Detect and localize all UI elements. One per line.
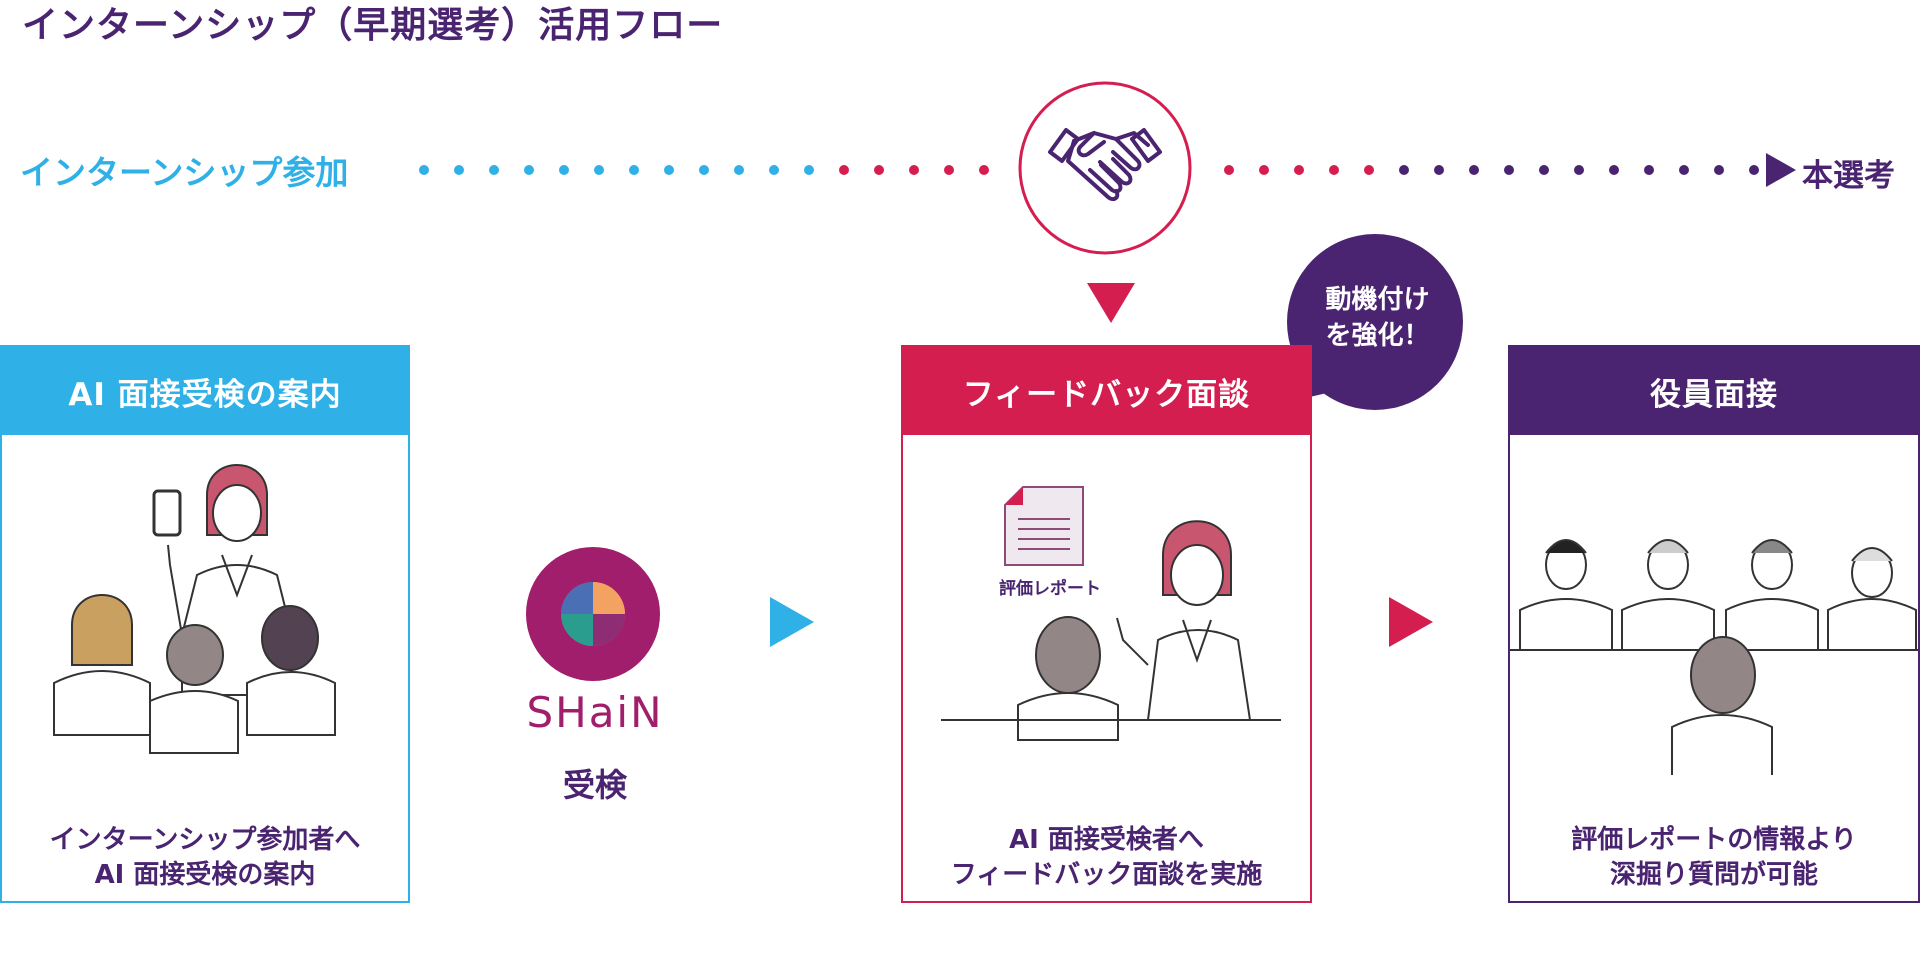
- card-body: 評価レポートの情報より 深掘り質問が可能: [1510, 435, 1918, 905]
- card-body: AI 面接受検者へ フィードバック面談を実施: [903, 435, 1310, 905]
- flow-arrow-1: [770, 597, 814, 647]
- timeline-dot: [1679, 165, 1689, 175]
- caption-line: フィードバック面談を実施: [950, 860, 1263, 890]
- card-caption: AI 面接受検者へ フィードバック面談を実施: [903, 823, 1310, 893]
- handshake-icon: [1048, 128, 1162, 202]
- timeline-dot: [839, 165, 849, 175]
- timeline-dot: [874, 165, 884, 175]
- report-label: 評価レポート: [999, 579, 1101, 599]
- speech-bubble-text: 動機付け を強化！: [1290, 282, 1465, 354]
- timeline-dot: [454, 165, 464, 175]
- card-caption: インターンシップ参加者へ AI 面接受検の案内: [2, 823, 408, 893]
- card-ai-interview-guide: AI 面接受検の案内 インターンシップ参加者へ AI 面接受検の案内: [0, 345, 410, 903]
- timeline-dot: [1364, 165, 1374, 175]
- report-document-icon: [1004, 486, 1084, 566]
- timeline-dot: [664, 165, 674, 175]
- timeline-dot: [1259, 165, 1269, 175]
- page-title: インターンシップ（早期選考）活用フロー: [22, 5, 724, 46]
- caption-line: 深掘り質問が可能: [1609, 860, 1818, 890]
- timeline-dot: [419, 165, 429, 175]
- shain-logo-text: SHaiN: [526, 688, 664, 737]
- timeline-dot: [1644, 165, 1654, 175]
- timeline-dots: [419, 165, 1759, 175]
- caption-line: 評価レポートの情報より: [1571, 825, 1857, 855]
- timeline-dot: [1329, 165, 1339, 175]
- shain-label: 受検: [562, 766, 627, 804]
- card-caption: 評価レポートの情報より 深掘り質問が可能: [1510, 823, 1918, 893]
- timeline-dot: [1294, 165, 1304, 175]
- down-arrow: [1087, 283, 1135, 323]
- timeline-dot: [1574, 165, 1584, 175]
- timeline-dot: [489, 165, 499, 175]
- caption-line: インターンシップ参加者へ: [49, 825, 361, 855]
- timeline-dot: [804, 165, 814, 175]
- timeline-dot: [524, 165, 534, 175]
- presenter-illustration: [53, 464, 336, 754]
- timeline-dot: [559, 165, 569, 175]
- timeline-dot: [1504, 165, 1514, 175]
- caption-line: AI 面接受検者へ: [1009, 825, 1204, 855]
- speech-bubble-line: 動機付け: [1325, 285, 1430, 315]
- phone-icon: [152, 489, 182, 537]
- timeline-dot: [734, 165, 744, 175]
- card-feedback-meeting: フィードバック面談 AI 面接受検者へ フィードバック面談を実施: [901, 345, 1312, 903]
- timeline-dot: [769, 165, 779, 175]
- timeline-start-label: インターンシップ参加: [20, 153, 349, 192]
- timeline-dot: [594, 165, 604, 175]
- timeline-dot: [979, 165, 989, 175]
- timeline-dot: [909, 165, 919, 175]
- card-header: AI 面接受検の案内: [2, 347, 408, 435]
- timeline-dot: [1714, 165, 1724, 175]
- timeline-dot: [1539, 165, 1549, 175]
- timeline-dot: [1399, 165, 1409, 175]
- feedback-illustration: [941, 486, 1281, 741]
- timeline-dot: [1609, 165, 1619, 175]
- timeline-end-arrow: [1766, 153, 1796, 187]
- timeline-dot: [1434, 165, 1444, 175]
- shain-logo: [526, 547, 660, 681]
- timeline-dot: [1469, 165, 1479, 175]
- card-header: フィードバック面談: [903, 347, 1310, 435]
- caption-line: AI 面接受検の案内: [94, 860, 316, 890]
- card-body: インターンシップ参加者へ AI 面接受検の案内: [2, 435, 408, 905]
- speech-bubble-line: を強化！: [1325, 321, 1430, 351]
- timeline-dot: [699, 165, 709, 175]
- timeline-dot: [1749, 165, 1759, 175]
- flow-arrow-2: [1389, 597, 1433, 647]
- timeline-end-label: 本選考: [1802, 158, 1895, 194]
- timeline-dot: [944, 165, 954, 175]
- timeline-dot: [1224, 165, 1234, 175]
- card-header: 役員面接: [1510, 347, 1918, 435]
- card-executive-interview: 役員面接 評価レポートの情報より 深掘り質問が可能: [1508, 345, 1920, 903]
- executive-panel-illustration: [1510, 539, 1918, 775]
- timeline-dot: [629, 165, 639, 175]
